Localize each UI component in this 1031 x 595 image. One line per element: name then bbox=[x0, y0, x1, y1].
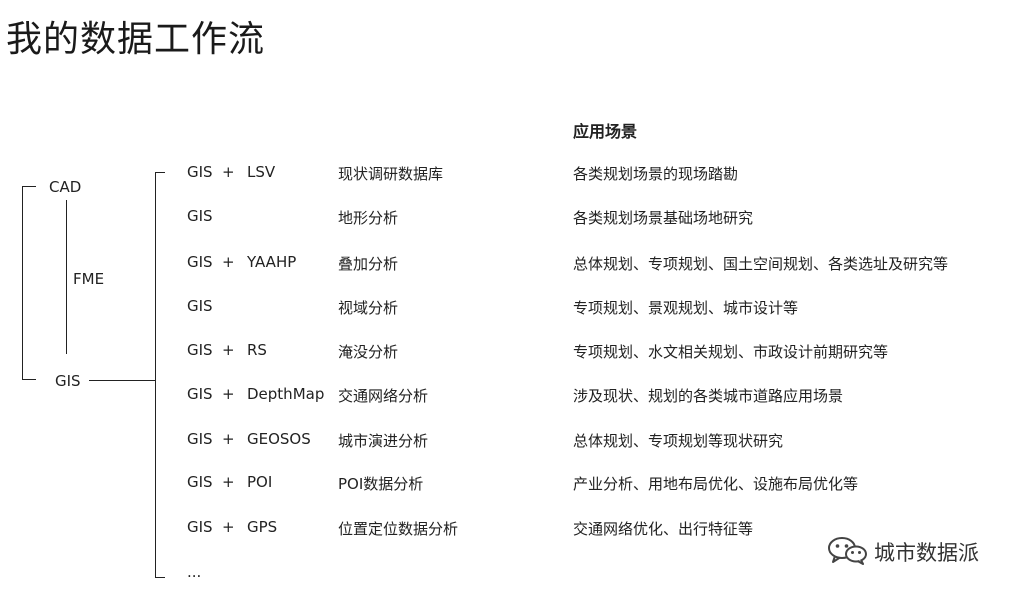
tool-a: GIS bbox=[187, 430, 213, 448]
cad-label: CAD bbox=[49, 178, 82, 196]
watermark-text: 城市数据派 bbox=[874, 541, 979, 565]
scene-text: 各类规划场景的现场踏勘 bbox=[573, 165, 739, 183]
plus-sign: + bbox=[222, 341, 235, 359]
analysis-name: 城市演进分析 bbox=[338, 432, 429, 450]
tool-b: POI bbox=[247, 473, 273, 491]
right-bracket-vertical bbox=[155, 172, 156, 578]
plus-sign: + bbox=[222, 518, 235, 536]
tool-a: GIS bbox=[187, 297, 213, 315]
tool-b: GEOSOS bbox=[247, 430, 311, 448]
tool-a: GIS bbox=[187, 341, 213, 359]
tool-b: YAAHP bbox=[247, 253, 297, 271]
plus-sign: + bbox=[222, 473, 235, 491]
plus-sign: + bbox=[222, 253, 235, 271]
fme-connector-line bbox=[66, 200, 67, 354]
scene-text: 涉及现状、规划的各类城市道路应用场景 bbox=[573, 387, 844, 405]
scene-text: 总体规划、专项规划等现状研究 bbox=[573, 432, 784, 450]
tool-a: GIS bbox=[187, 385, 213, 403]
wechat-icon bbox=[826, 535, 868, 569]
ellipsis: ... bbox=[187, 563, 202, 581]
analysis-name: 淹没分析 bbox=[338, 343, 399, 361]
plus-sign: + bbox=[222, 385, 235, 403]
analysis-name: 现状调研数据库 bbox=[338, 165, 444, 183]
left-bracket-bottom bbox=[22, 379, 36, 380]
tool-a: GIS bbox=[187, 473, 213, 491]
page-title: 我的数据工作流 bbox=[6, 19, 266, 60]
plus-sign: + bbox=[222, 163, 235, 181]
right-bracket-top bbox=[155, 172, 165, 173]
analysis-name: 交通网络分析 bbox=[338, 387, 429, 405]
right-bracket-bottom bbox=[155, 577, 165, 578]
left-bracket-vertical bbox=[22, 186, 23, 380]
tool-b: RS bbox=[247, 341, 267, 359]
gis-label: GIS bbox=[55, 372, 81, 390]
scene-text: 专项规划、景观规划、城市设计等 bbox=[573, 299, 799, 317]
tool-a: GIS bbox=[187, 163, 213, 181]
analysis-name: 视域分析 bbox=[338, 299, 399, 317]
tool-b: DepthMap bbox=[247, 385, 325, 403]
scene-text: 产业分析、用地布局优化、设施布局优化等 bbox=[573, 475, 859, 493]
plus-sign: + bbox=[222, 430, 235, 448]
analysis-name: 叠加分析 bbox=[338, 255, 399, 273]
scene-text: 总体规划、专项规划、国土空间规划、各类选址及研究等 bbox=[573, 255, 949, 273]
scene-text: 专项规划、水文相关规划、市政设计前期研究等 bbox=[573, 343, 889, 361]
gis-to-bracket-line bbox=[89, 380, 155, 381]
tool-b: LSV bbox=[247, 163, 276, 181]
watermark: 城市数据派 bbox=[826, 535, 979, 569]
tool-b: GPS bbox=[247, 518, 278, 536]
tool-a: GIS bbox=[187, 207, 213, 225]
scene-text: 交通网络优化、出行特征等 bbox=[573, 520, 754, 538]
analysis-name: 位置定位数据分析 bbox=[338, 520, 459, 538]
fme-label: FME bbox=[73, 270, 105, 288]
analysis-name: 地形分析 bbox=[338, 209, 399, 227]
tool-a: GIS bbox=[187, 253, 213, 271]
analysis-name: POI数据分析 bbox=[338, 475, 424, 493]
tool-a: GIS bbox=[187, 518, 213, 536]
scene-text: 各类规划场景基础场地研究 bbox=[573, 209, 754, 227]
left-bracket-top bbox=[22, 186, 36, 187]
scene-column-header: 应用场景 bbox=[573, 122, 638, 141]
